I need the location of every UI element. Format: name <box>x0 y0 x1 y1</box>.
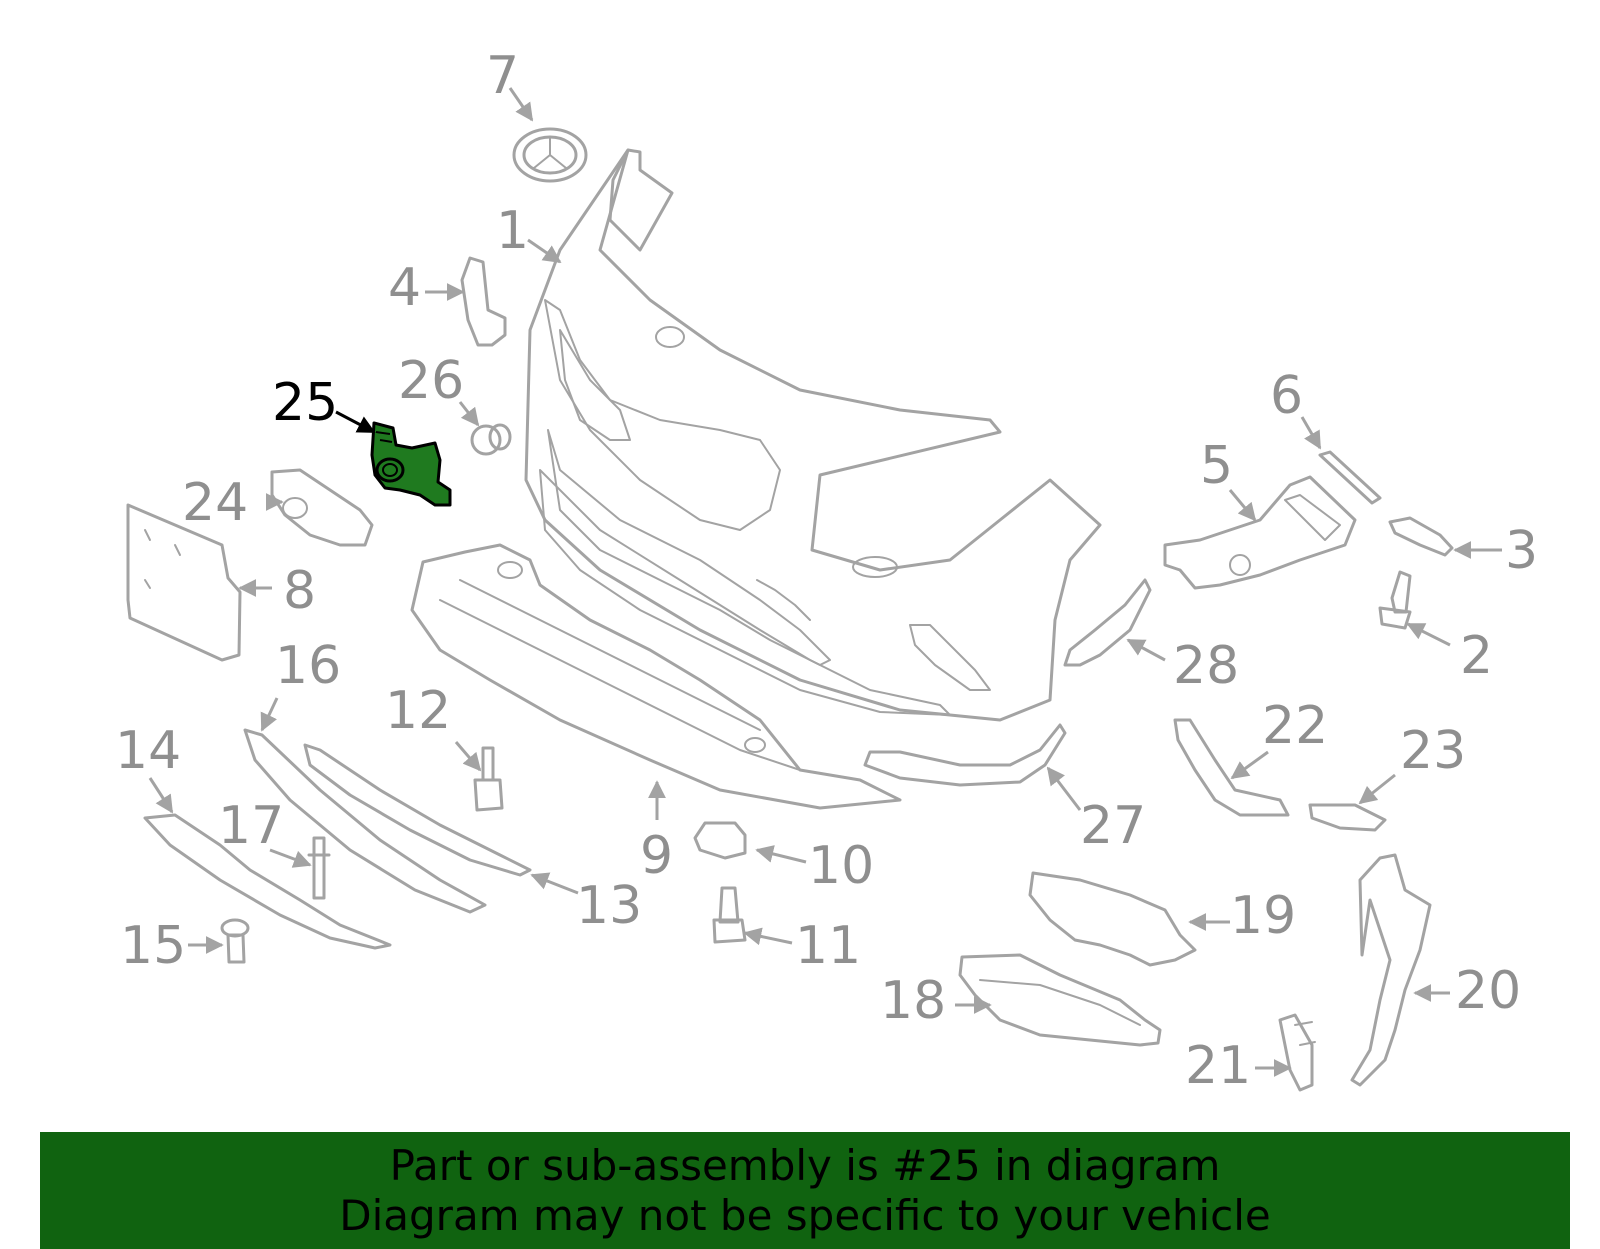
part-6-strip[interactable] <box>1318 450 1382 505</box>
callout-10: 10 <box>808 836 874 896</box>
part-24-bezel[interactable] <box>270 468 374 547</box>
callout-23: 23 <box>1400 721 1466 781</box>
part-17-stud[interactable] <box>307 836 331 900</box>
part-15-push-clip[interactable] <box>220 918 250 964</box>
part-13-spoiler-strip[interactable] <box>303 743 532 877</box>
callout-1: 1 <box>496 201 529 261</box>
callout-14: 14 <box>115 721 181 781</box>
callout-17: 17 <box>218 796 284 856</box>
callout-11: 11 <box>795 916 861 976</box>
callout-12: 12 <box>385 681 451 741</box>
part-8-license-bracket[interactable] <box>126 503 242 662</box>
callout-7: 7 <box>486 46 519 106</box>
part-11-bolt[interactable] <box>712 886 747 944</box>
part-5-side-bracket[interactable] <box>1163 475 1357 590</box>
part-23-insert[interactable] <box>1308 803 1387 832</box>
part-9-lower-shield[interactable] <box>410 543 902 810</box>
part-12-bolt[interactable] <box>473 746 504 812</box>
callout-15: 15 <box>120 916 186 976</box>
part-14-lower-trim[interactable] <box>143 813 392 950</box>
part-2-bolt[interactable] <box>1378 570 1412 630</box>
callout-18: 18 <box>880 971 946 1031</box>
part-10-clip-nut[interactable] <box>693 821 747 860</box>
callout-28: 28 <box>1173 636 1239 696</box>
callout-20: 20 <box>1455 961 1521 1021</box>
callout-24: 24 <box>182 473 248 533</box>
part-22-trim[interactable] <box>1173 718 1290 817</box>
callout-26: 26 <box>398 351 464 411</box>
part-4-bracket[interactable] <box>460 256 507 347</box>
banner-line-1: Part or sub-assembly is #25 in diagram <box>389 1141 1221 1190</box>
callout-9: 9 <box>640 826 673 886</box>
part-26-park-sensor[interactable] <box>470 423 512 456</box>
part-18-grille[interactable] <box>958 953 1162 1047</box>
callout-19: 19 <box>1230 886 1296 946</box>
callout-13: 13 <box>576 876 642 936</box>
callout-6: 6 <box>1270 366 1303 426</box>
banner-line-2: Diagram may not be specific to your vehi… <box>339 1191 1271 1240</box>
part-19-grille-frame[interactable] <box>1028 871 1197 967</box>
callout-4: 4 <box>388 258 421 318</box>
part-27-lower-lip[interactable] <box>863 723 1067 787</box>
callout-5: 5 <box>1200 436 1233 496</box>
part-21-bracket[interactable] <box>1278 1013 1316 1092</box>
callout-8: 8 <box>283 561 316 621</box>
part-3-clip[interactable] <box>1388 516 1454 557</box>
info-banner: Part or sub-assembly is #25 in diagram D… <box>40 1132 1570 1249</box>
part-16-trim-strip[interactable] <box>243 728 487 914</box>
leader-lines <box>148 87 1502 1077</box>
callout-22: 22 <box>1262 696 1328 756</box>
part-28-side-trim[interactable] <box>1063 578 1152 667</box>
callout-25: 25 <box>272 373 338 433</box>
callout-3: 3 <box>1505 521 1538 581</box>
callout-16: 16 <box>275 636 341 696</box>
part-25-sensor-bracket[interactable] <box>370 421 452 507</box>
callout-2: 2 <box>1460 626 1493 686</box>
part-20-side-trim[interactable] <box>1350 853 1432 1087</box>
callout-27: 27 <box>1080 796 1146 856</box>
callout-numbers: 7 1 4 26 25 24 8 16 12 14 17 9 10 13 15 … <box>115 46 1538 1096</box>
part-7-emblem[interactable] <box>512 127 588 183</box>
callout-21: 21 <box>1185 1036 1251 1096</box>
part-1-bumper-cover[interactable] <box>524 148 1102 722</box>
